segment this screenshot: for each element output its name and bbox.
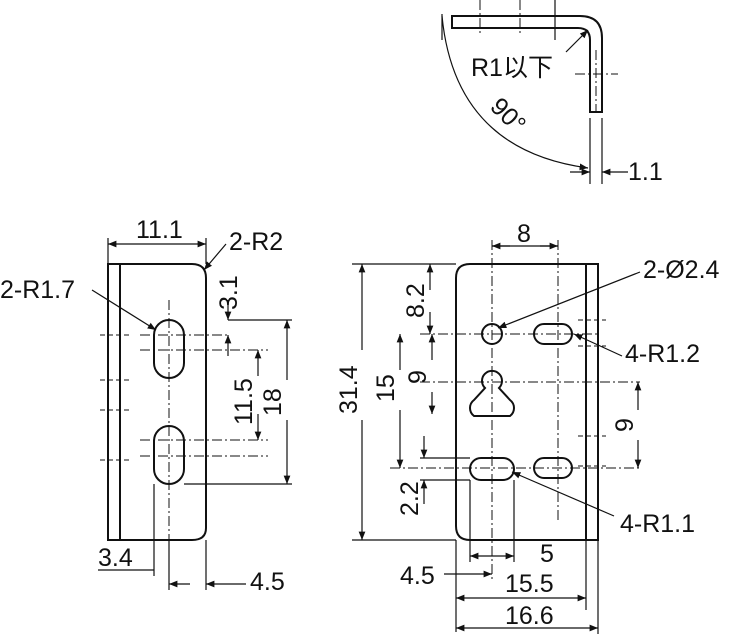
small-offset-label: 2.2 bbox=[396, 481, 424, 516]
hole-spacing-label: 8 bbox=[517, 220, 531, 248]
right-view: 8 2-Ø2.4 31.4 8.2 15 9 9 4-R1.2 2.2 bbox=[335, 220, 720, 634]
right-pitch-label: 9 bbox=[611, 418, 639, 432]
overall-height-label: 31.4 bbox=[335, 365, 363, 414]
top-view: R1以下 90° 1.1 bbox=[441, 0, 663, 186]
bottom-width-label: 4.5 bbox=[250, 568, 285, 596]
leader-line bbox=[565, 29, 589, 53]
angle-label: 90° bbox=[485, 92, 532, 139]
slot-radius-top-label: 4-R1.2 bbox=[625, 340, 700, 368]
thickness-label: 1.1 bbox=[628, 158, 663, 186]
overall-width-label: 16.6 bbox=[505, 602, 554, 630]
corner-radius-label: 2-R2 bbox=[229, 228, 283, 256]
offset-top-label: 3.1 bbox=[215, 275, 243, 310]
slot-radius-bottom-label: 4-R1.1 bbox=[620, 510, 695, 538]
bracket-outline bbox=[455, 263, 599, 541]
bend-radius-label: R1以下 bbox=[471, 54, 553, 82]
inner-span-label: 15 bbox=[372, 374, 400, 402]
slot-pitch-label: 11.5 bbox=[230, 378, 258, 425]
leader-line bbox=[511, 471, 615, 517]
left-view: 11.1 2-R2 2-R1.7 3.1 11.5 18 3.4 4.5 bbox=[0, 216, 292, 596]
slot-span-label: 18 bbox=[259, 388, 287, 416]
keyhole bbox=[469, 369, 515, 417]
leader-line bbox=[203, 243, 227, 271]
bracket-outline bbox=[107, 263, 207, 541]
mid-width-label: 15.5 bbox=[505, 570, 554, 598]
slot-width-label: 5 bbox=[540, 540, 554, 568]
width-label: 11.1 bbox=[136, 216, 183, 244]
left-offset-label: 4.5 bbox=[400, 562, 435, 590]
top-hole-offset-label: 8.2 bbox=[402, 283, 430, 318]
bend-profile bbox=[451, 15, 603, 113]
leader-line bbox=[573, 333, 623, 357]
leader-line bbox=[497, 271, 641, 329]
vertical-pitch-label: 9 bbox=[404, 370, 432, 384]
edge-offset-label: 3.4 bbox=[98, 544, 133, 572]
angle-arc bbox=[441, 15, 589, 171]
round-hole-label: 2-Ø2.4 bbox=[643, 256, 720, 284]
leader-line bbox=[91, 289, 157, 331]
slot-radius-label: 2-R1.7 bbox=[0, 276, 75, 304]
